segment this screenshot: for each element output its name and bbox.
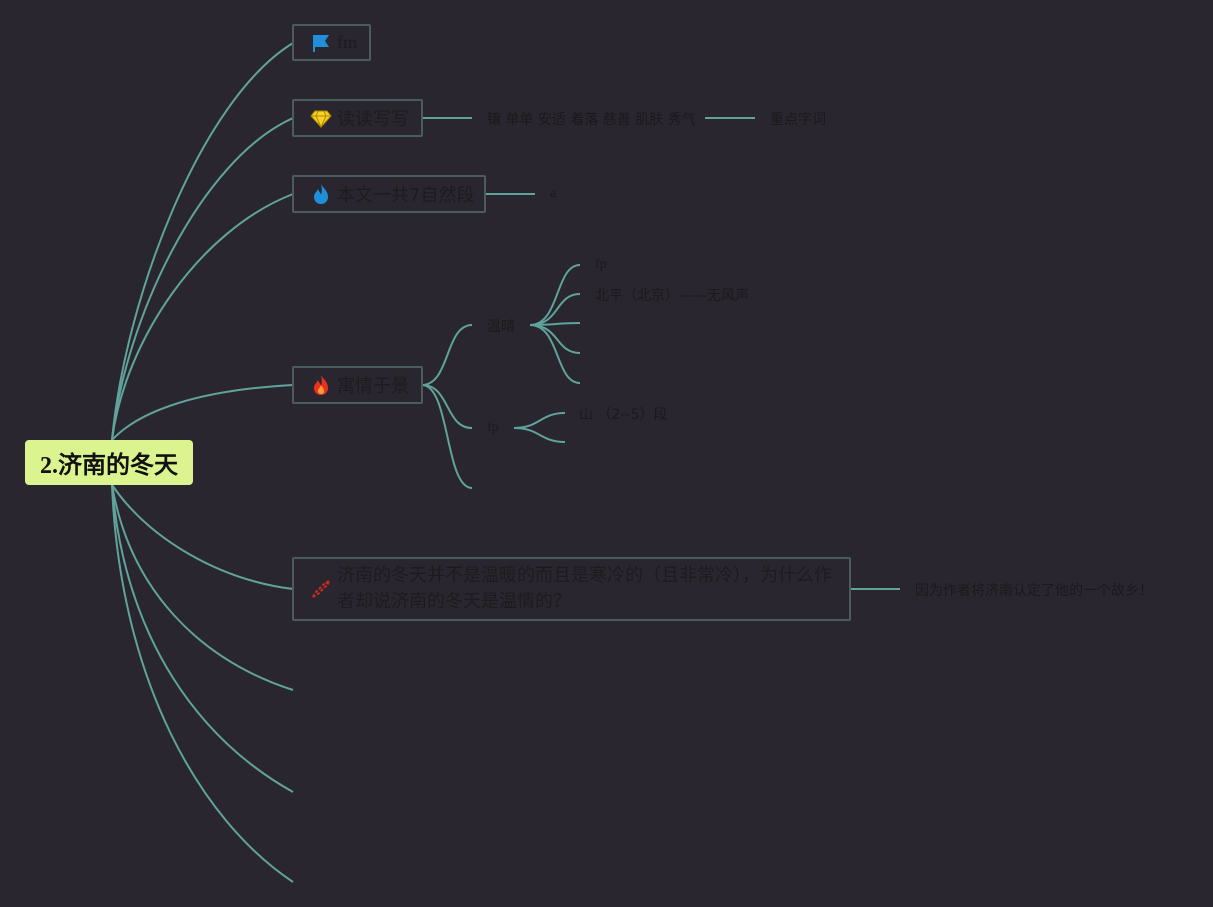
branch-fp[interactable]: fp <box>487 420 499 435</box>
link-root-empty-2 <box>111 484 294 793</box>
topic-yuqing-label: 寓情于景 <box>337 376 409 397</box>
topic-fm[interactable]: fm <box>292 24 371 61</box>
wenqing-item-beiping[interactable]: 北平（北京）——无风声 <box>595 288 749 304</box>
link-yuqing-fp <box>421 384 473 429</box>
blue-flame-icon <box>310 183 332 205</box>
dudu-detail[interactable]: 镶 单单 安适 着落 慈善 肌肤 秀气 <box>487 112 696 128</box>
link-root-question <box>111 484 294 590</box>
flag-icon <box>310 32 332 54</box>
link-yuqing-wenqing <box>421 324 473 386</box>
link-root-fm <box>111 42 294 441</box>
topic-fm-label: fm <box>337 32 357 52</box>
question-answer[interactable]: 因为作者将济南认定了他的一个故乡！ <box>915 583 1153 599</box>
link-fp-1 <box>513 412 566 429</box>
duan-detail[interactable]: a <box>550 186 557 201</box>
topic-question-label: 济南的冬天并不是温暖的而且是寒冷的（且非常冷），为什么作者却说济南的冬天是温情的… <box>337 565 832 612</box>
fp-item-shan[interactable]: 山 （2--5）段 <box>579 407 668 423</box>
link-wenqing-5 <box>529 324 581 384</box>
link-root-empty-3 <box>111 484 294 883</box>
branch-wenqing[interactable]: 温晴 <box>487 319 515 335</box>
topic-duan-label: 本文一共7自然段 <box>337 185 475 206</box>
link-root-dudu <box>111 117 294 441</box>
link-root-yuqing <box>111 384 294 441</box>
topic-duan[interactable]: 本文一共7自然段 <box>292 175 486 213</box>
red-pencil-icon <box>310 578 332 600</box>
topic-dudu-label: 读读写写 <box>337 109 409 130</box>
link-fp-2 <box>513 427 566 443</box>
link-root-empty-1 <box>111 484 294 691</box>
root-topic[interactable]: 2.济南的冬天 <box>25 440 193 485</box>
dudu-detail-note[interactable]: 重点字词 <box>770 112 826 128</box>
link-wenqing-1 <box>529 264 581 326</box>
topic-dudu[interactable]: 读读写写 <box>292 99 423 137</box>
link-root-duan <box>111 193 294 441</box>
link-yuqing-empty <box>421 384 473 489</box>
red-flame-icon <box>310 374 332 396</box>
wenqing-item-fp[interactable]: fp <box>595 257 607 272</box>
topic-question[interactable]: 济南的冬天并不是温暖的而且是寒冷的（且非常冷），为什么作者却说济南的冬天是温情的… <box>292 557 851 621</box>
diamond-icon <box>310 107 332 129</box>
topic-yuqing[interactable]: 寓情于景 <box>292 366 423 404</box>
